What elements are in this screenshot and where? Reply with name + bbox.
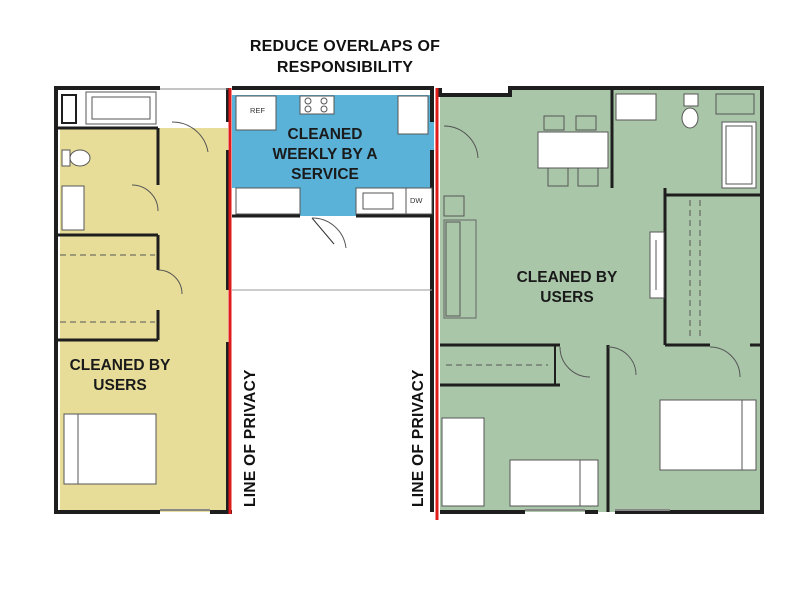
left-unit-zone-label: CLEANED BY USERS [60, 356, 180, 396]
privacy-lines [228, 88, 439, 520]
right-unit-label-line-1: CLEANED BY [516, 269, 618, 286]
kitchen-zone-label: CLEANED WEEKLY BY A SERVICE [255, 125, 395, 185]
kitchen-service-zone [232, 95, 434, 216]
kitchen-label-line-3: SERVICE [291, 166, 359, 183]
fridge-label: REF [250, 106, 265, 115]
title-line-1: REDUCE OVERLAPS OF [249, 38, 441, 55]
right-unit-zone-label: CLEANED BY USERS [502, 268, 632, 308]
kitchen-label-line-2: WEEKLY BY A [272, 146, 378, 163]
right-unit-label-line-2: USERS [540, 289, 594, 306]
line-of-privacy-label-right: LINE OF PRIVACY [410, 369, 427, 507]
dishwasher-label: DW [410, 196, 423, 205]
left-unit-label-line-2: USERS [93, 377, 147, 394]
title-line-2: RESPONSIBILITY [276, 59, 414, 76]
fixtures [60, 88, 757, 511]
kitchen-label-line-1: CLEANED [287, 126, 363, 143]
left-unit-label-line-1: CLEANED BY [69, 357, 171, 374]
line-of-privacy-label-left: LINE OF PRIVACY [242, 369, 259, 507]
